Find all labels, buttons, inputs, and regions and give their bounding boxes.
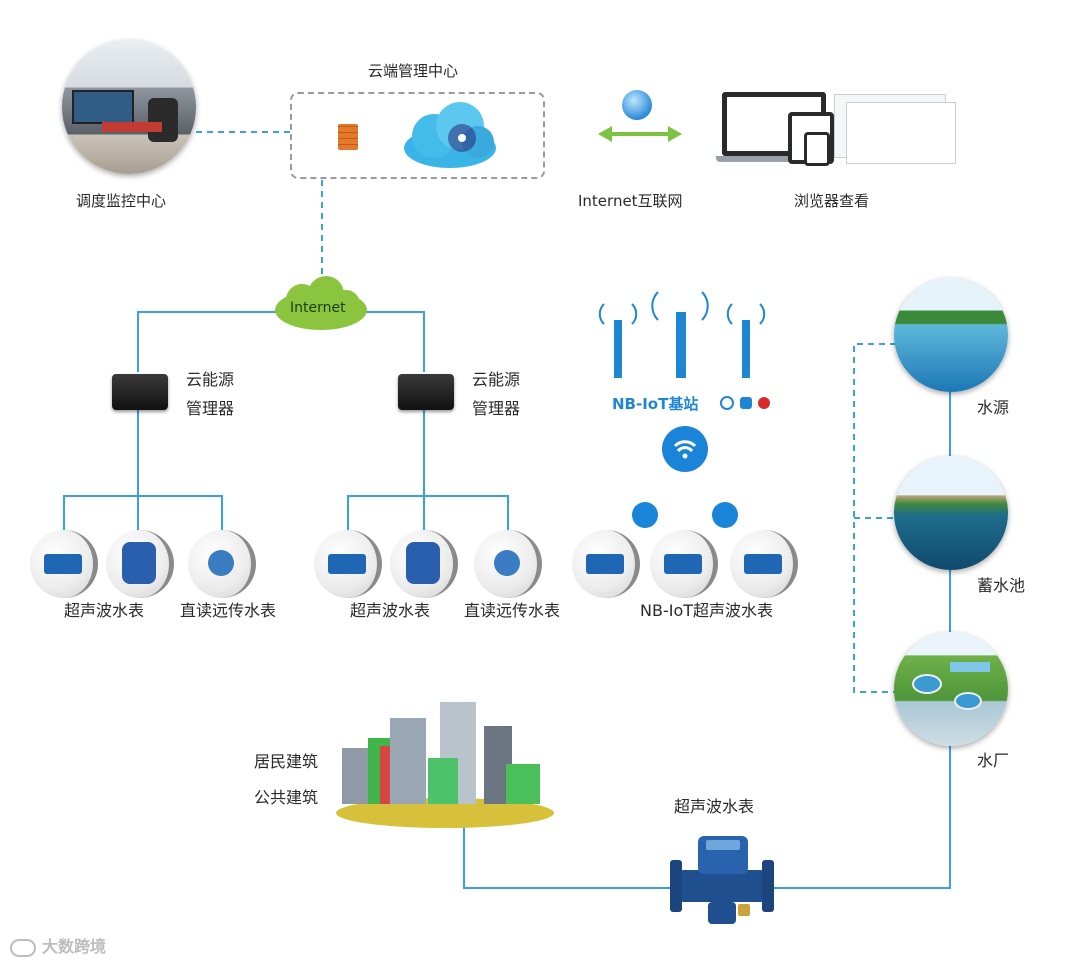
reservoir-image [894,456,1008,570]
energy-manager-device [112,374,168,410]
nbiot-meter-image [572,530,640,598]
watermark-text: 大数跨境 [10,933,106,957]
dispatch-center-image [62,40,196,174]
meter-label: 超声波水表 [64,601,145,620]
carrier-logos-icon [720,396,772,412]
wireless-signal-icon [662,426,708,472]
valve-meter-image [390,530,458,598]
main-ultrasonic-meter-image [670,836,774,924]
manager-label-line1: 云能源 [472,370,521,389]
building-label-public: 公共建筑 [254,788,319,807]
water-source-label: 水源 [977,398,1010,417]
browser-label: 浏览器查看 [794,192,870,210]
cloud-server-icon [404,102,496,168]
reservoir-label: 蓄水池 [977,576,1026,595]
meter-label: 直读远传水表 [464,601,561,620]
water-source-image [894,278,1008,392]
city-buildings-image [336,700,554,828]
manager-label-line2: 管理器 [472,399,521,418]
building-label-residential: 居民建筑 [254,752,319,771]
wifi-icon [712,502,738,528]
internet-link-label: Internet互联网 [578,192,683,210]
watermark-label: 大数跨境 [42,937,107,956]
manager-label-line2: 管理器 [186,399,235,418]
valve-meter-image [106,530,174,598]
internet-cloud-label: Internet [290,300,346,316]
ultrasonic-meter-image [314,530,382,598]
dispatch-center-label: 调度监控中心 [76,192,167,210]
direct-read-meter-image [474,530,542,598]
ultrasonic-meter-image [30,530,98,598]
nbiot-meter-image [650,530,718,598]
energy-manager-device [398,374,454,410]
water-plant-image [894,632,1008,746]
cloud-center-box [290,92,545,179]
internet-cloud-icon [275,276,367,330]
nbiot-meter-image [730,530,798,598]
meter-label: 超声波水表 [350,601,431,620]
browser-devices-image [716,92,956,170]
meter-label: NB-IoT超声波水表 [640,601,774,620]
direct-read-meter-image [188,530,256,598]
water-plant-label: 水厂 [977,751,1010,770]
nbiot-label: NB-IoT基站 [612,395,699,413]
nbiot-towers-icon [598,291,766,378]
wifi-icon [632,502,658,528]
watermark-logo-icon [10,938,36,957]
firewall-icon [338,124,358,150]
manager-label-line1: 云能源 [186,370,235,389]
meter-label: 直读远传水表 [180,601,277,620]
main-meter-label: 超声波水表 [674,797,755,816]
globe-icon [622,90,652,120]
cloud-center-title: 云端管理中心 [368,62,459,80]
